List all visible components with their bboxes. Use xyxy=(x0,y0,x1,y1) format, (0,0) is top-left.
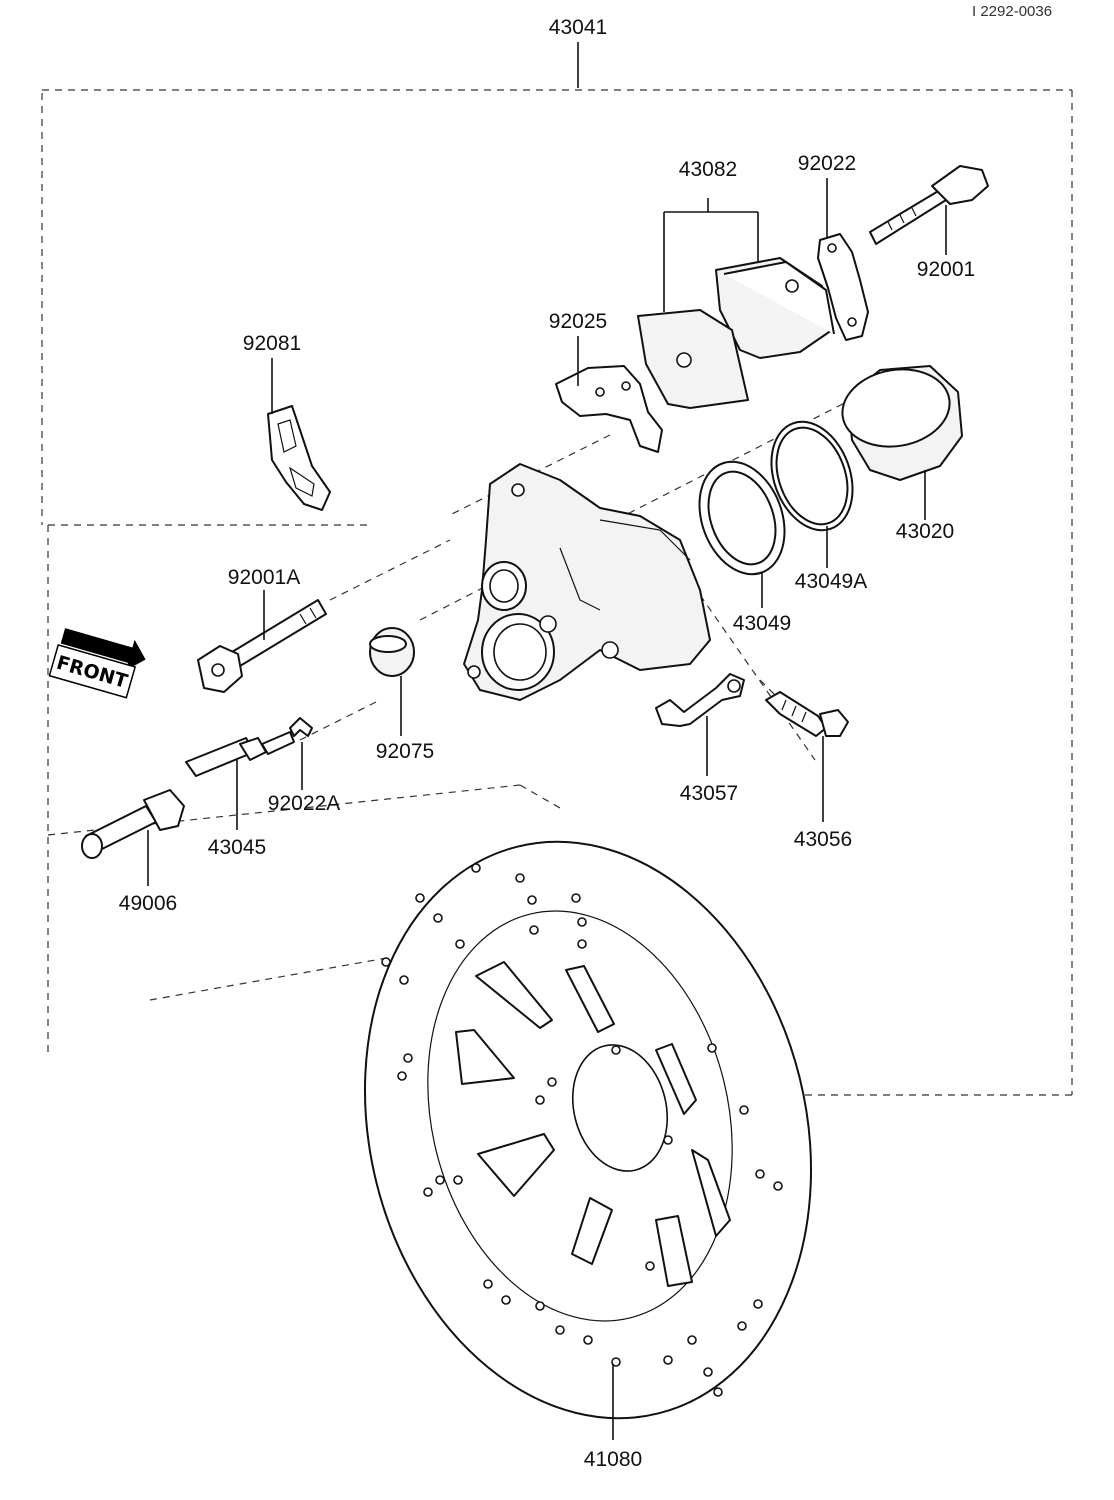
label-bleed-valve-43056: 43056 xyxy=(794,828,852,851)
label-piston-43020: 43020 xyxy=(896,520,954,543)
label-bleed-cap-43057: 43057 xyxy=(680,782,738,805)
pad-spring-92025-part xyxy=(555,365,663,453)
caliper-body-part xyxy=(463,463,711,701)
boot-92081-part xyxy=(267,405,331,511)
bolt-92001-part xyxy=(869,165,989,245)
bolt-92001A-part xyxy=(197,599,327,693)
label-bolt-92001A: 92001A xyxy=(228,566,300,589)
front-direction-icon: FRONT xyxy=(48,628,146,699)
label-circlip-92022A: 92022A xyxy=(268,792,340,815)
bleed-valve-43056-part xyxy=(765,691,849,737)
shim-92022-part xyxy=(817,233,869,341)
bleed-cap-43057-part xyxy=(655,673,745,727)
shaft-43045-part xyxy=(185,731,295,777)
label-bolt-49006: 49006 xyxy=(119,892,177,915)
brake-disc-41080-part xyxy=(363,840,813,1420)
piston-43020-part xyxy=(841,365,963,481)
brake-pads-43082-part xyxy=(637,257,835,409)
cap-92075-part xyxy=(369,627,415,677)
label-pad-spring-92025: 92025 xyxy=(549,310,607,333)
disc-drill-holes xyxy=(381,863,783,1397)
label-boot-92081: 92081 xyxy=(243,332,301,355)
leader-43082 xyxy=(663,198,759,312)
label-assembly-43041: 43041 xyxy=(549,16,607,39)
label-bolt-92001: 92001 xyxy=(917,258,975,281)
dust-seal-43049A-part xyxy=(770,420,854,532)
drawing-code: I 2292-0036 xyxy=(972,3,1052,20)
bolt-49006-part xyxy=(81,789,185,859)
circlip-92022A-part xyxy=(289,717,313,737)
label-shim-92022: 92022 xyxy=(798,152,856,175)
label-dust-seal-43049A: 43049A xyxy=(795,570,867,593)
label-cap-92075: 92075 xyxy=(376,740,434,763)
disc-vent-slots xyxy=(455,961,731,1287)
label-disc-41080: 41080 xyxy=(584,1448,642,1471)
label-pads-43082: 43082 xyxy=(679,158,737,181)
label-piston-seal-43049: 43049 xyxy=(733,612,791,635)
label-shaft-43045: 43045 xyxy=(208,836,266,859)
